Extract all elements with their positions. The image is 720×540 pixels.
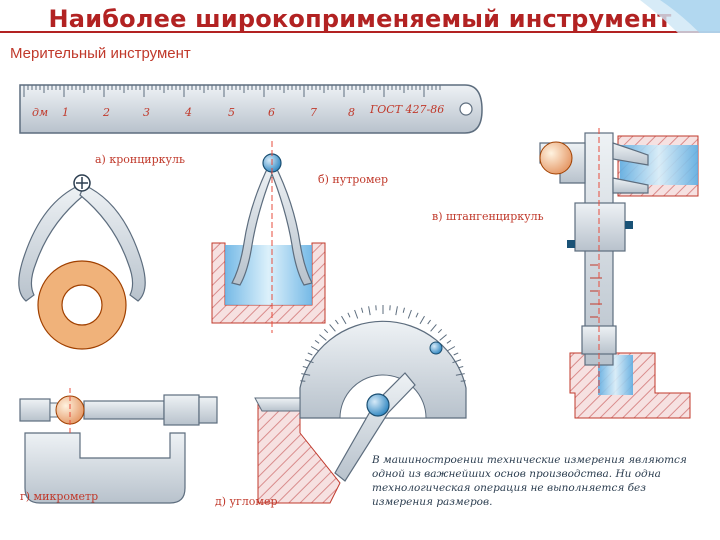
label-vernier-caliper: в) штангенциркуль [432, 210, 544, 223]
lock-screw-icon [567, 240, 575, 248]
ruler-number: 2 [102, 106, 110, 119]
ruler-unit: дм [32, 106, 48, 119]
ruler-number: 4 [184, 106, 192, 119]
ruler-number: 8 [348, 106, 355, 119]
figure-heading: Мерительный инструмент [10, 45, 191, 62]
ruler-standard: ГОСТ 427-86 [369, 103, 444, 116]
inside-calipers [211, 141, 326, 333]
tools-illustration: дм 1 2 3 4 5 6 7 8 ГОСТ 427-86 [18, 84, 699, 504]
knob-icon [429, 341, 443, 355]
label-inside-calipers: б) нутромер [318, 173, 389, 186]
ruler-numbers: 1 2 3 4 5 6 7 8 [62, 106, 355, 119]
ruler-number: 1 [62, 106, 69, 119]
micrometer [19, 388, 218, 504]
label-protractor: д) угломер [215, 495, 278, 508]
figure-caption: В машиностроении технические измерения я… [372, 454, 687, 508]
ruler-number: 3 [143, 106, 150, 119]
outside-calipers [18, 174, 146, 350]
ruler-number: 5 [228, 106, 235, 119]
ruler-hole-icon [459, 102, 473, 116]
label-micrometer: г) микрометр [20, 490, 99, 503]
ruler-number: 6 [268, 106, 275, 119]
protractor [254, 305, 467, 504]
slide-title: Наиболее широкоприменяемый инструмент [48, 5, 672, 33]
ruler: дм 1 2 3 4 5 6 7 8 ГОСТ 427-86 [19, 84, 483, 134]
vernier-caliper [539, 128, 699, 419]
label-outside-calipers: а) кронциркуль [95, 153, 185, 166]
title-underline [0, 31, 720, 33]
corner-decoration [640, 0, 720, 80]
ruler-number: 7 [310, 106, 317, 119]
lock-screw-icon [625, 221, 633, 229]
measuring-tools-figure: Мерительный инструмент [0, 33, 720, 540]
pivot-icon [366, 393, 390, 417]
